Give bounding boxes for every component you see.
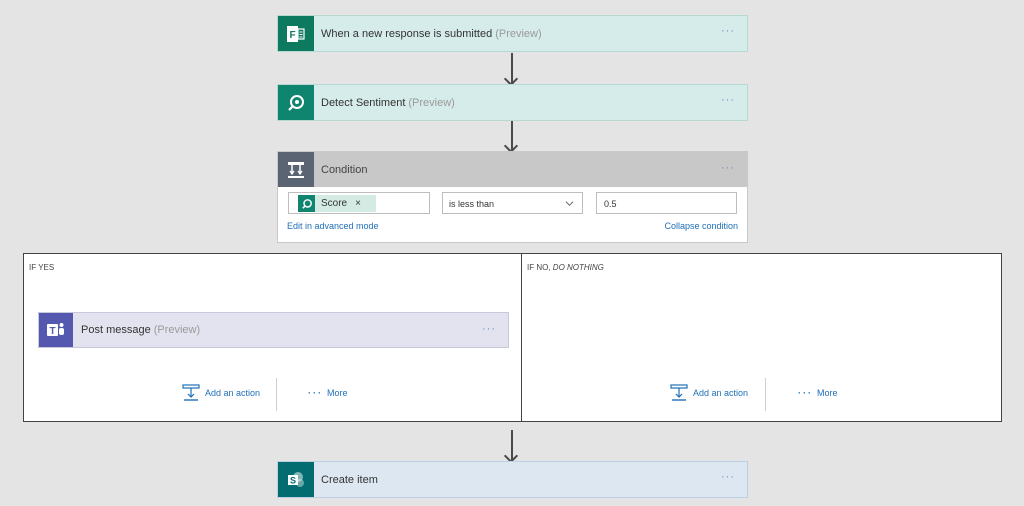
create-item-card[interactable]: S Create item ··· (277, 461, 748, 498)
condition-branches: IF YES T Post message(Preview) ··· Add a… (23, 253, 1002, 422)
sentiment-title: Detect Sentiment(Preview) (321, 96, 455, 109)
condition-card: Condition ··· Score × is less than 0.5 E… (277, 151, 748, 243)
post-message-menu-button[interactable]: ··· (482, 323, 496, 335)
more-dots-icon: ··· (798, 388, 813, 398)
condition-title: Condition (321, 163, 368, 176)
condition-header[interactable]: Condition ··· (278, 152, 747, 187)
collapse-condition-link[interactable]: Collapse condition (664, 221, 738, 231)
flow-arrow (511, 430, 513, 460)
more-label: More (327, 388, 348, 398)
no-more-button[interactable]: ··· More (798, 388, 838, 398)
edit-advanced-mode-link[interactable]: Edit in advanced mode (287, 221, 379, 231)
trigger-menu-button[interactable]: ··· (721, 25, 735, 37)
sentiment-menu-button[interactable]: ··· (721, 94, 735, 106)
score-token[interactable]: Score × (298, 195, 376, 212)
add-action-icon (670, 384, 688, 401)
if-yes-label: IF YES (29, 263, 55, 272)
token-label: Score (321, 198, 348, 209)
add-action-icon (182, 384, 200, 401)
condition-value: 0.5 (604, 199, 617, 209)
sharepoint-icon: S (278, 462, 314, 497)
svg-text:S: S (290, 475, 296, 485)
flow-arrow (511, 53, 513, 83)
yes-add-action-button[interactable]: Add an action (182, 384, 260, 402)
separator (765, 378, 766, 411)
post-message-card[interactable]: T Post message(Preview) ··· (38, 312, 509, 348)
preview-tag: (Preview) (153, 324, 201, 336)
sentiment-icon (278, 85, 314, 120)
sentiment-icon (298, 195, 315, 212)
add-action-label: Add an action (693, 388, 749, 398)
preview-tag: (Preview) (495, 27, 542, 40)
flow-arrow (511, 121, 513, 150)
more-label: More (817, 388, 838, 398)
add-action-label: Add an action (205, 388, 261, 398)
condition-menu-button[interactable]: ··· (721, 162, 735, 174)
if-no-label: IF NO, DO NOTHING (527, 263, 604, 272)
forms-icon: F (278, 16, 314, 51)
operator-dropdown[interactable]: is less than (442, 192, 583, 214)
more-dots-icon: ··· (308, 388, 323, 398)
create-item-title: Create item (321, 473, 378, 486)
detect-sentiment-card[interactable]: Detect Sentiment(Preview) ··· (277, 84, 748, 121)
condition-left-operand[interactable]: Score × (288, 192, 430, 214)
no-add-action-button[interactable]: Add an action (670, 384, 748, 402)
operator-value: is less than (449, 199, 495, 209)
remove-token-button[interactable]: × (355, 198, 361, 209)
trigger-card[interactable]: F When a new response is submitted(Previ… (277, 15, 748, 52)
separator (276, 378, 277, 411)
preview-tag: (Preview) (408, 96, 455, 109)
create-item-menu-button[interactable]: ··· (721, 471, 735, 483)
post-message-title: Post message(Preview) (81, 324, 201, 336)
branch-divider (521, 254, 522, 421)
condition-value-input[interactable]: 0.5 (596, 192, 737, 214)
condition-icon (278, 152, 314, 187)
trigger-title: When a new response is submitted(Preview… (321, 27, 542, 40)
svg-text:T: T (50, 326, 56, 337)
svg-text:F: F (290, 30, 296, 41)
teams-icon: T (39, 313, 73, 347)
chevron-down-icon (565, 201, 574, 206)
yes-more-button[interactable]: ··· More (308, 388, 348, 398)
